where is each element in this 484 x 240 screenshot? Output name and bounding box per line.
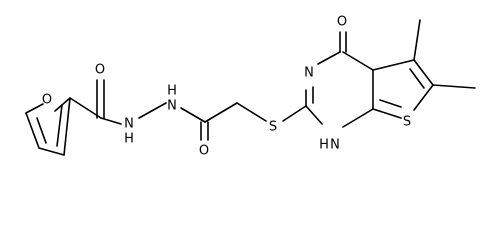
bond [56,104,63,147]
bond [342,108,374,128]
hydrogen-label: H [167,84,177,99]
bond [342,51,374,71]
bond [372,108,402,119]
bond [63,97,71,156]
bond-lines [25,19,476,156]
bond [25,112,40,149]
bond [372,59,415,71]
bond [236,102,267,122]
nitrogen-label: N [167,99,177,114]
molecule-structure: O O N H N H O S O N H N S [25,15,476,159]
furan-oxygen-label: O [42,93,52,108]
bond [180,107,206,123]
bond [204,102,238,123]
bond [100,117,122,125]
ring-nitrogen-label: N [304,66,314,81]
sulfur-label: S [269,120,277,135]
bond [36,117,47,144]
atom-labels: O O N H N H O S O N H N S [42,15,411,159]
bond [413,19,421,61]
bond [282,105,307,122]
carbonyl-oxygen-label: O [199,144,209,159]
carbonyl-oxygen-label: O [95,63,105,78]
nitrogen-label: N [124,117,134,132]
hydrogen-label: H [319,138,329,153]
bond [317,51,341,65]
bond [38,147,65,156]
bond [69,97,102,119]
ring-nitrogen-label: N [330,138,340,153]
bond [409,68,425,89]
bond [25,103,44,114]
bond [413,59,434,86]
bond [432,84,476,89]
bond [413,84,434,111]
bond [379,99,402,108]
carbonyl-oxygen-label: O [337,15,347,30]
thiophene-sulfur-label: S [403,115,411,130]
bond [138,102,167,119]
hydrogen-label: H [124,132,134,147]
bond [305,105,323,125]
